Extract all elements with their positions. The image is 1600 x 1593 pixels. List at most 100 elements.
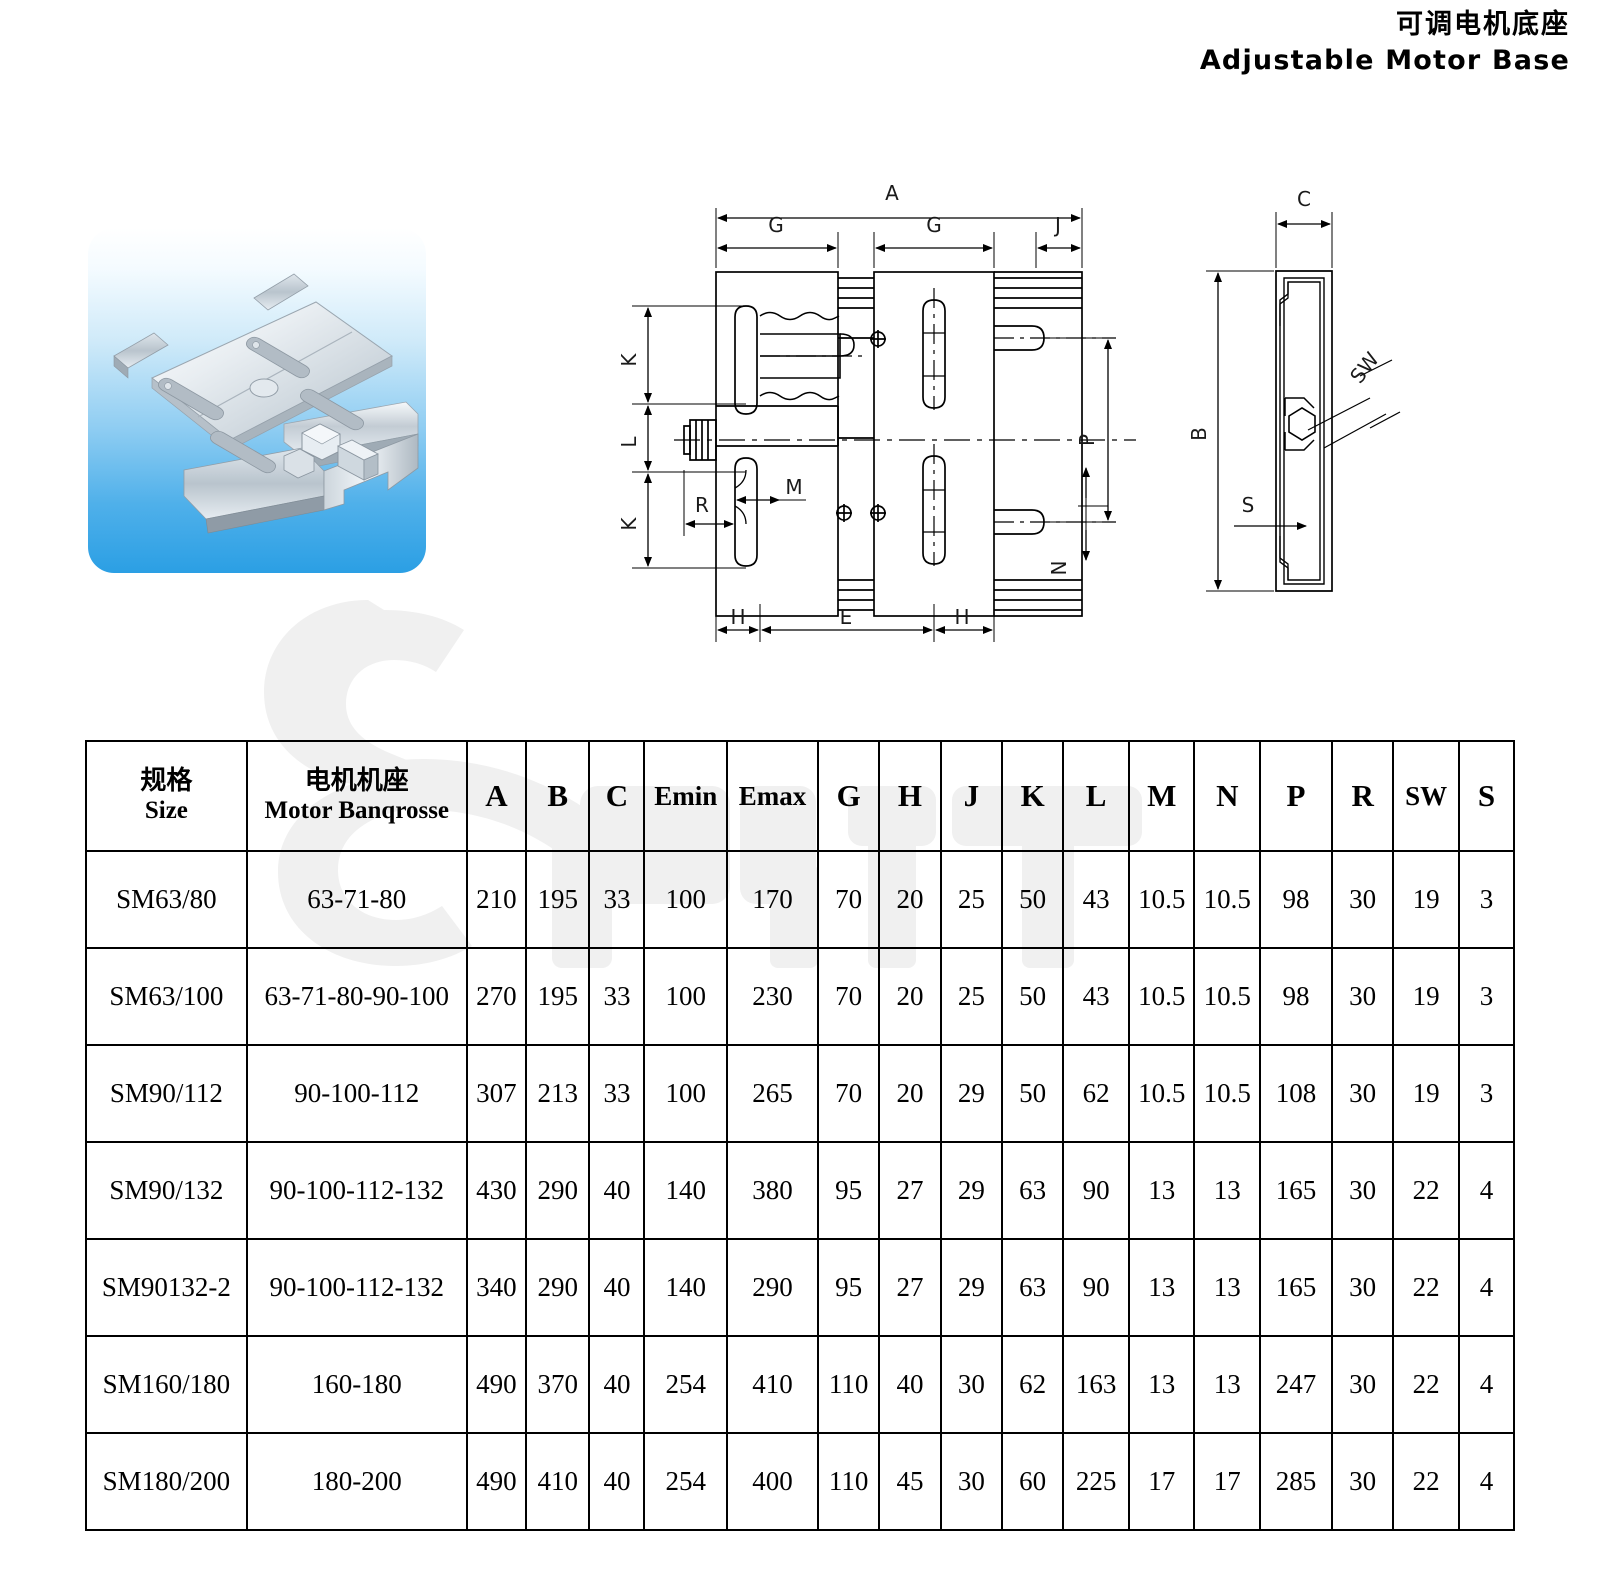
cell-H: 20 (878, 947, 942, 1046)
cell-H: 20 (878, 850, 942, 949)
cell-R: 30 (1330, 850, 1395, 949)
cell-K: 62 (1000, 1335, 1065, 1434)
header-size-cn: 规格 (140, 765, 193, 796)
cell-A: 490 (465, 1432, 528, 1531)
cell-H: 27 (878, 1238, 942, 1337)
cell-N: 10.5 (1193, 850, 1262, 949)
cell-size: SM90/132 (85, 1141, 248, 1240)
cell-J: 30 (939, 1432, 1003, 1531)
specification-table: 规格 Size 电机机座 Motor Banqrosse A B C Emin … (85, 740, 1516, 1531)
header-frame-cn: 电机机座 (304, 765, 409, 796)
cell-K: 63 (1000, 1141, 1065, 1240)
cell-P: 165 (1259, 1141, 1333, 1240)
cell-H: 40 (878, 1335, 942, 1434)
cell-J: 29 (939, 1238, 1003, 1337)
cell-P: 98 (1259, 850, 1333, 949)
dim-label-N: N (1047, 561, 1071, 576)
header-col-G: G (816, 740, 881, 852)
cell-N: 13 (1193, 1141, 1262, 1240)
cell-N: 10.5 (1193, 1044, 1262, 1143)
header-col-K: K (1000, 740, 1065, 852)
cell-G: 95 (816, 1238, 881, 1337)
cell-motor-frame: 90-100-112-132 (245, 1141, 468, 1240)
cell-motor-frame: 160-180 (245, 1335, 468, 1434)
cell-J: 30 (939, 1335, 1003, 1434)
cell-M: 10.5 (1127, 947, 1196, 1046)
cell-R: 30 (1330, 1432, 1395, 1531)
dim-label-B: B (1187, 427, 1211, 441)
cell-C: 40 (588, 1238, 646, 1337)
header-col-H: H (878, 740, 942, 852)
header-motor-frame: 电机机座 Motor Banqrosse (245, 740, 468, 852)
cell-S: 3 (1457, 1044, 1516, 1143)
cell-motor-frame: 63-71-80-90-100 (245, 947, 468, 1046)
cell-G: 110 (816, 1335, 881, 1434)
cell-M: 13 (1127, 1141, 1196, 1240)
dim-label-M: M (785, 475, 802, 499)
cell-Emin: 100 (643, 1044, 728, 1143)
page-title-cn: 可调电机底座 (1396, 9, 1570, 40)
cell-R: 30 (1330, 1044, 1395, 1143)
cell-R: 30 (1330, 1335, 1395, 1434)
cell-N: 10.5 (1193, 947, 1262, 1046)
dim-label-S: S (1242, 493, 1255, 517)
dim-label-G-left: G (768, 213, 784, 237)
cell-Emin: 254 (643, 1432, 728, 1531)
cell-S: 3 (1457, 947, 1516, 1046)
cell-M: 13 (1127, 1238, 1196, 1337)
cell-C: 40 (588, 1141, 646, 1240)
cell-SW: 19 (1392, 850, 1460, 949)
cell-C: 33 (588, 1044, 646, 1143)
header-col-C: C (588, 740, 646, 852)
cell-M: 10.5 (1127, 1044, 1196, 1143)
dim-label-L: L (617, 436, 641, 448)
cell-Emin: 254 (643, 1335, 728, 1434)
header-size-en: Size (144, 796, 188, 824)
cell-P: 98 (1259, 947, 1333, 1046)
cell-B: 195 (525, 947, 591, 1046)
cell-motor-frame: 180-200 (245, 1432, 468, 1531)
header-col-Emin: Emin (643, 740, 728, 852)
cell-Emin: 100 (643, 947, 728, 1046)
cell-N: 13 (1193, 1238, 1262, 1337)
header-col-A: A (465, 740, 528, 852)
front-view-technical-drawing: A G G J K L K R M P N H E H (617, 181, 1136, 642)
cell-J: 29 (939, 1044, 1003, 1143)
cell-G: 70 (816, 1044, 881, 1143)
cell-B: 410 (525, 1432, 591, 1531)
cell-motor-frame: 63-71-80 (245, 850, 468, 949)
cell-P: 108 (1259, 1044, 1333, 1143)
cell-H: 27 (878, 1141, 942, 1240)
cell-S: 3 (1457, 850, 1516, 949)
dim-label-R: R (695, 493, 709, 517)
header-frame-en: Motor Banqrosse (264, 796, 450, 824)
cell-Emax: 400 (725, 1432, 819, 1531)
dim-label-K-lower: K (617, 517, 641, 531)
cell-Emin: 140 (643, 1238, 728, 1337)
cell-L: 43 (1062, 850, 1130, 949)
cell-J: 25 (939, 947, 1003, 1046)
cell-A: 340 (465, 1238, 528, 1337)
dim-label-H-left: H (730, 605, 745, 629)
header-col-J: J (939, 740, 1003, 852)
cell-H: 45 (878, 1432, 942, 1531)
header-col-L: L (1062, 740, 1130, 852)
cell-G: 70 (816, 947, 881, 1046)
cell-M: 13 (1127, 1335, 1196, 1434)
cell-Emax: 230 (725, 947, 819, 1046)
cell-L: 163 (1062, 1335, 1130, 1434)
cell-L: 43 (1062, 947, 1130, 1046)
cell-G: 95 (816, 1141, 881, 1240)
cell-J: 29 (939, 1141, 1003, 1240)
dim-label-P: P (1075, 434, 1099, 446)
cell-size: SM180/200 (85, 1432, 248, 1531)
cell-M: 10.5 (1127, 850, 1196, 949)
cell-L: 62 (1062, 1044, 1130, 1143)
cell-L: 225 (1062, 1432, 1130, 1531)
cell-A: 490 (465, 1335, 528, 1434)
